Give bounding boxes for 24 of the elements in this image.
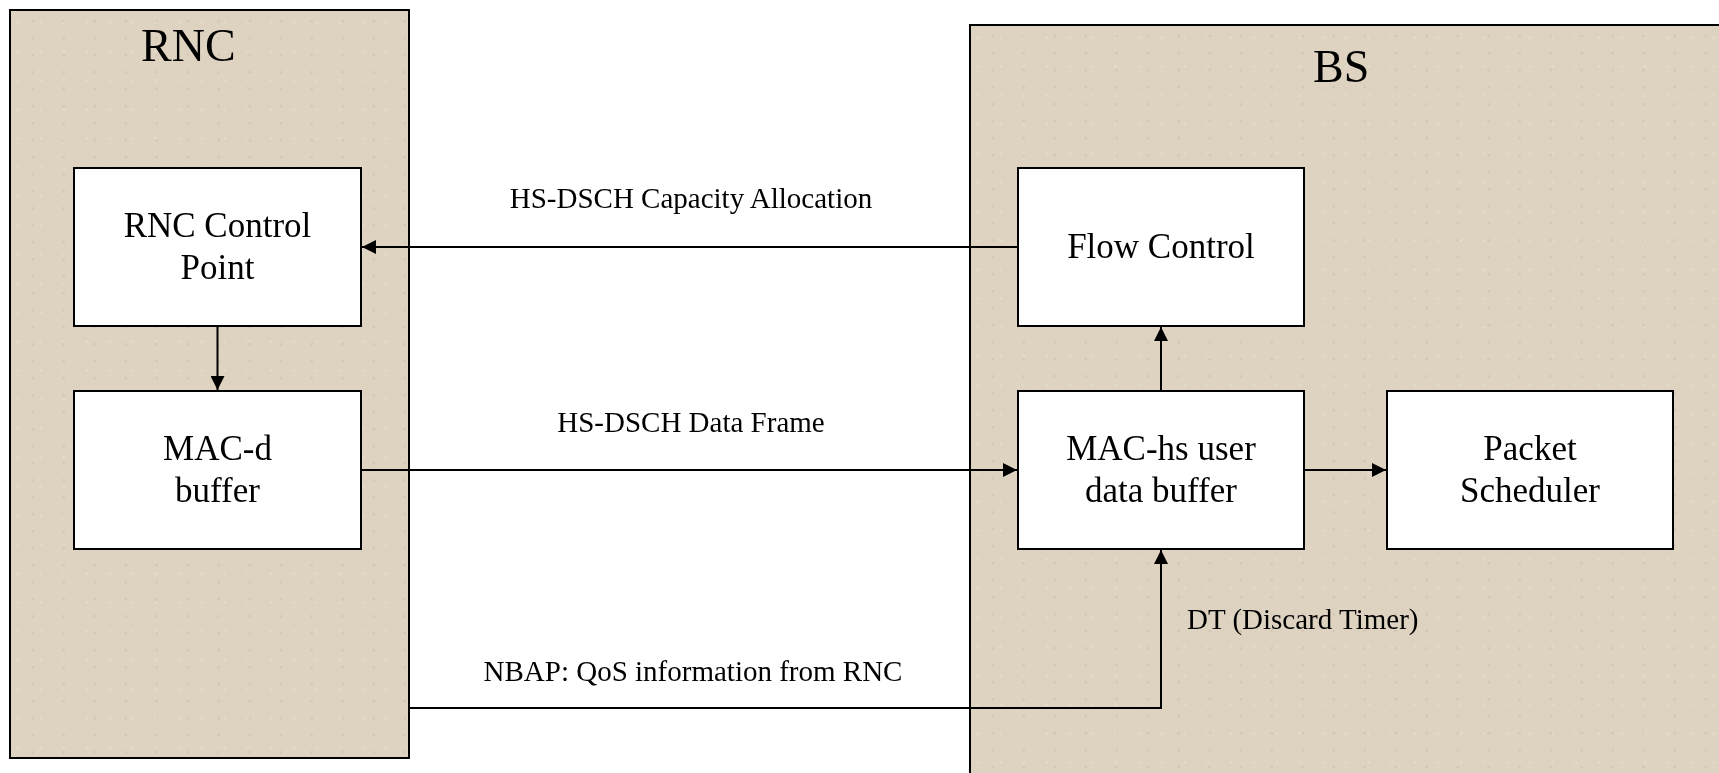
network-element-panel [9,9,410,759]
box-label: Flow Control [1067,226,1255,268]
edge-label: HS-DSCH Capacity Allocation [509,181,873,215]
arrow [361,463,1018,477]
panel-title: BS [1313,40,1370,93]
box-label: RNC Control Point [122,205,313,289]
process-box [1017,167,1305,327]
box-label: Packet Scheduler [1459,428,1601,512]
process-box [1017,390,1305,550]
arrow [1154,326,1168,391]
arrow [210,326,225,391]
timer-label: DT (Discard Timer) [1187,602,1419,636]
arrow [361,240,1018,254]
network-element-panel [969,24,1719,773]
box-label: MAC-d buffer [162,428,273,512]
arrow [409,549,1168,709]
process-box [1386,390,1674,550]
process-box [73,167,362,327]
edge-label: HS-DSCH Data Frame [557,405,825,439]
edge-label: NBAP: QoS information from RNC [483,654,903,688]
arrow [1304,463,1387,477]
process-box [73,390,362,550]
box-label: MAC-hs user data buffer [1065,428,1257,512]
panel-title: RNC [141,19,236,72]
